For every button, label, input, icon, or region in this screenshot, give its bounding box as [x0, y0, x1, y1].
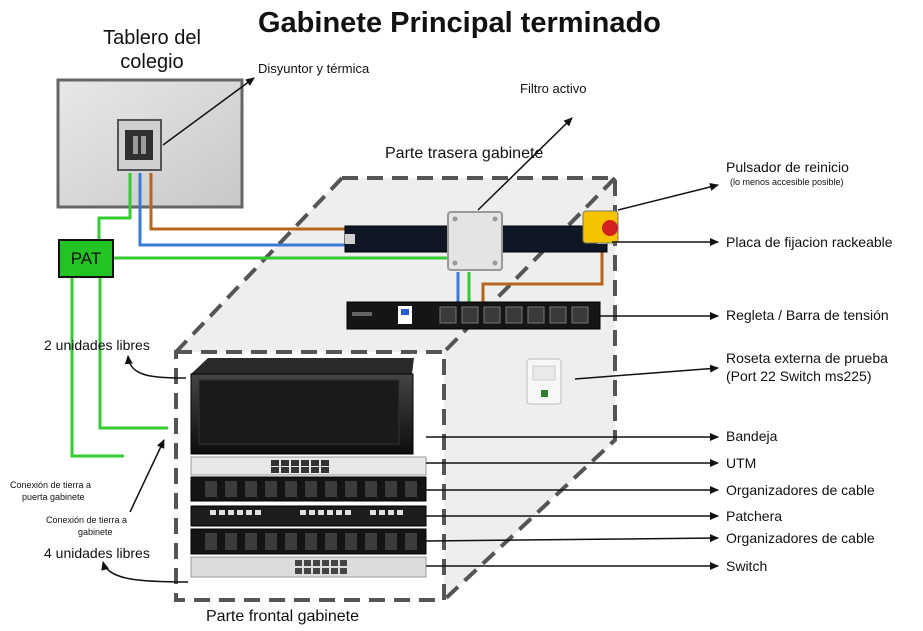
label-filtro: Filtro activo	[520, 81, 587, 96]
patch-panel	[190, 505, 427, 527]
filter-box	[447, 211, 503, 271]
tablero-title-line2: colegio	[120, 51, 184, 73]
arrow-roseta	[574, 364, 719, 380]
label-organizadores-2: Organizadores de cable	[726, 530, 875, 546]
tablero-title-line1: Tablero del	[103, 27, 201, 49]
pat-box: PAT	[58, 239, 114, 278]
arrow-pulsador	[617, 183, 719, 211]
label-parte-trasera: Parte trasera gabinete	[385, 145, 544, 162]
label-tierra-gabinete-1: Conexión de tierra a	[46, 515, 128, 525]
label-disyuntor: Disyuntor y térmica	[258, 61, 370, 76]
arrow-org2	[425, 534, 719, 543]
label-regleta: Regleta / Barra de tensión	[726, 307, 889, 323]
label-utm: UTM	[726, 455, 757, 471]
arrow-4-unidades	[101, 561, 189, 583]
label-tierra-puerta-2: puerta gabinete	[22, 492, 85, 502]
label-bandeja: Bandeja	[726, 428, 778, 444]
label-roseta-1: Roseta externa de prueba	[726, 350, 888, 366]
label-organizadores-1: Organizadores de cable	[726, 482, 875, 498]
tablero-title: Tablero del colegio	[82, 26, 222, 74]
label-switch: Switch	[726, 558, 768, 574]
label-pulsador: Pulsador de reinicio	[726, 159, 849, 175]
page-title: Gabinete Principal terminado	[258, 7, 661, 39]
label-tierra-gabinete-2: gabinete	[78, 527, 113, 537]
arrow-disyuntor	[162, 77, 255, 146]
breaker-window	[125, 130, 153, 160]
switch-device	[190, 556, 427, 578]
label-pulsador-sub: (lo menos accesible posible)	[730, 177, 844, 187]
arrow-filtro	[477, 117, 573, 211]
ground-cable-tablero	[97, 173, 132, 239]
label-parte-frontal: Parte frontal gabinete	[206, 608, 359, 625]
brown-cable-down	[481, 240, 604, 304]
cabinet-back-outline	[342, 176, 617, 602]
ground-cable-cabinet	[98, 278, 168, 430]
ground-cable-door	[70, 278, 124, 458]
label-2-unidades-libres: 2 unidades libres	[44, 337, 150, 353]
cabinet-diagonal-left	[174, 176, 344, 354]
label-placa: Placa de fijacion rackeable	[726, 234, 893, 250]
arrow-2-unidades	[124, 355, 187, 379]
label-tierra-puerta-1: Conexión de tierra a	[10, 480, 92, 490]
label-patchera: Patchera	[726, 508, 783, 524]
label-4-unidades-libres: 4 unidades libres	[44, 545, 150, 561]
label-roseta-2: (Port 22 Switch ms225)	[726, 368, 872, 384]
arrow-tierra-gabinete	[129, 439, 165, 513]
tray-top	[191, 358, 414, 374]
